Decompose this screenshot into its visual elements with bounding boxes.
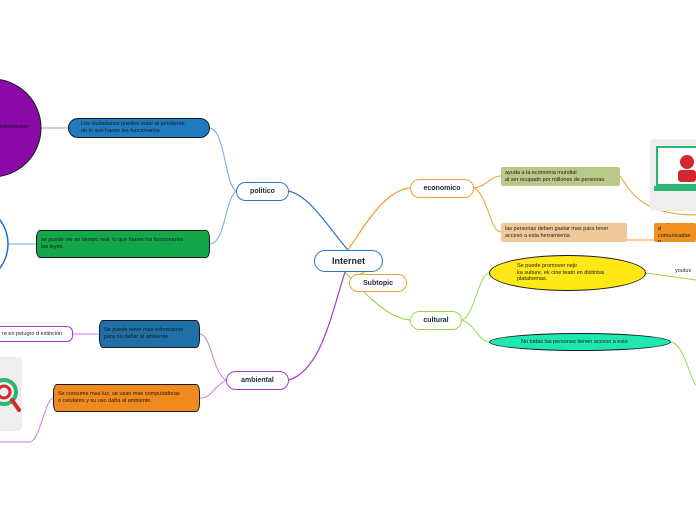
connector-politico-2 bbox=[209, 190, 237, 245]
connector-cultural-2-right bbox=[670, 341, 696, 386]
ambiental-child-1-line1: Se puede tener mas informacion bbox=[104, 327, 184, 334]
connector-ambiental-1 bbox=[199, 333, 227, 381]
connector-economico-2 bbox=[473, 187, 502, 233]
cultural-child-1[interactable]: Se puede promover nejir ka suiture, ek c… bbox=[489, 255, 646, 291]
connector-politico-1 bbox=[209, 127, 237, 192]
root-node[interactable]: Internet bbox=[314, 250, 383, 272]
branch-ambiental-label: ambiental bbox=[241, 377, 274, 384]
subtopic-label: Subtopic bbox=[363, 279, 393, 287]
branch-economico[interactable]: economico bbox=[410, 179, 474, 198]
economico-far[interactable]: las personas d comunicadas p bbox=[654, 223, 696, 242]
cultural-child-1-line3: plataformas. bbox=[517, 276, 548, 283]
politico-far-label: informacion bbox=[0, 124, 29, 130]
connector-ambiental-2 bbox=[199, 379, 227, 399]
subtopic-node[interactable]: Subtopic bbox=[349, 274, 407, 292]
politico-child-1[interactable]: Los ciudadanos pueden estar al pendiente… bbox=[68, 118, 210, 138]
politico-child-2-line2: las leyes. bbox=[41, 244, 64, 250]
connector-root-ambiental bbox=[288, 271, 346, 381]
branch-ambiental[interactable]: ambiental bbox=[226, 371, 289, 390]
branch-politico-label: politico bbox=[250, 188, 275, 195]
politico-child-2-line1: se puede ver en tiempo real, lo que hace… bbox=[41, 237, 184, 244]
branch-cultural[interactable]: cultural bbox=[410, 311, 462, 330]
economico-far-line2: comunicadas p bbox=[658, 232, 691, 243]
blue-circle-node bbox=[0, 218, 9, 270]
connector-cultural-2 bbox=[461, 319, 490, 343]
economico-child-2-line1: las personas deben gastar mas para tener bbox=[505, 225, 609, 232]
connector-root-economico bbox=[347, 187, 411, 251]
connector-root-subtopic bbox=[359, 271, 366, 275]
economico-child-1-line2: al ser ocupado por millones de personas. bbox=[505, 176, 606, 183]
economico-child-1-line1: ayuda a la economia mundial bbox=[505, 169, 577, 176]
cultural-far-label: youtuv bbox=[675, 268, 692, 274]
ambiental-far[interactable]: re en pelugro d extinción bbox=[0, 326, 73, 342]
cultural-child-1-line2: ka suiture, ek cine teatri en distintas bbox=[517, 269, 605, 276]
computer-icon bbox=[650, 139, 696, 211]
connector-ambiental-2-left bbox=[0, 397, 54, 443]
politico-child-1-line2: de lo que hacen los funcionarios bbox=[81, 128, 160, 134]
cultural-child-1-line1: Se puede promover nejir bbox=[517, 262, 578, 269]
ambiental-child-1-line2: para no dañar al ambiente. bbox=[104, 334, 170, 340]
connector-root-politico bbox=[287, 190, 349, 251]
economico-child-2[interactable]: las personas deben gastar mas para tener… bbox=[501, 223, 627, 242]
economico-far-line1: las personas d bbox=[658, 223, 689, 232]
branch-politico[interactable]: politico bbox=[236, 182, 289, 201]
connector-economico-1 bbox=[473, 175, 502, 189]
connector-cultural-1 bbox=[461, 272, 490, 321]
ambiental-child-1[interactable]: Se puede tener mas informacion para no d… bbox=[99, 320, 200, 348]
cultural-child-2[interactable]: No todas las personas tienen acceso a es… bbox=[489, 333, 671, 351]
root-label: Internet bbox=[331, 256, 365, 266]
connector-econ-1-right bbox=[619, 175, 696, 216]
connector-cultural-1-right bbox=[645, 272, 696, 281]
ambiental-child-2-line1: Se consume mas luz, se usan mas computad… bbox=[58, 391, 180, 398]
ambiental-child-2-line2: o celulares y su uso daña al ambiente. bbox=[58, 398, 152, 404]
branch-economico-label: economico bbox=[423, 185, 461, 192]
cultural-far[interactable]: youtuv bbox=[675, 268, 696, 275]
cultural-child-2-line1: No todas las personas tienen acceso a es… bbox=[521, 338, 628, 345]
purple-circle-label: informacion bbox=[0, 124, 38, 131]
ambiental-far-label: re en pelugro d extinción bbox=[2, 330, 63, 337]
purple-circle-node bbox=[0, 79, 42, 177]
politico-child-2[interactable]: se puede ver en tiempo real, lo que hace… bbox=[36, 230, 210, 258]
ambiental-child-2[interactable]: Se consume mas luz, se usan mas computad… bbox=[53, 384, 200, 412]
search-icon bbox=[0, 357, 22, 431]
economico-child-1[interactable]: ayuda a la economia mundial al ser ocupa… bbox=[501, 167, 620, 186]
politico-child-1-line1: Los ciudadanos pueden estar al pendiente bbox=[81, 121, 185, 128]
economico-child-2-line2: acceso a esta herramienta bbox=[505, 232, 570, 239]
branch-cultural-label: cultural bbox=[423, 317, 449, 324]
